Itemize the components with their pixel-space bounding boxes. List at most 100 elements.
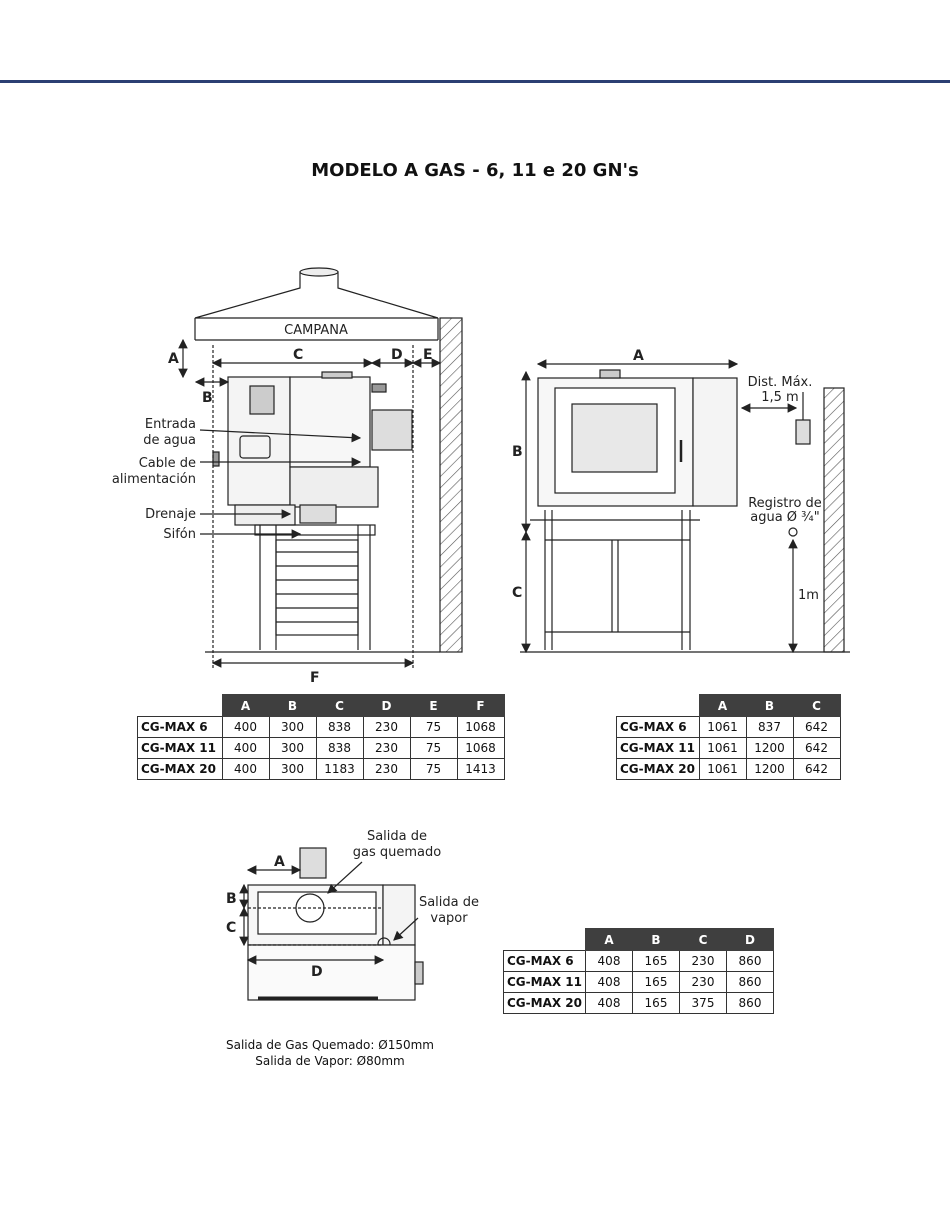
value-cell: 1183: [315, 758, 364, 780]
side-dim-a: A: [168, 351, 179, 367]
outlet-notes: Salida de Gas Quemado: Ø150mm Salida de …: [200, 1037, 460, 1069]
top-dim-c: C: [226, 920, 236, 936]
value-cell: 230: [679, 950, 727, 972]
value-cell: 230: [679, 971, 727, 993]
value-cell: 165: [632, 992, 680, 1014]
salida-vapor-1: Salida de: [419, 895, 479, 910]
table-row: CG-MAX 6 1061 837 642: [616, 716, 841, 738]
value-cell: 230: [362, 737, 411, 759]
value-cell: 860: [726, 971, 774, 993]
top-dim-d: D: [311, 964, 323, 980]
table-row: CG-MAX 11 1061 1200 642: [616, 737, 841, 759]
dimensions-table-side: A B C D E F CG-MAX 6 400 300 838 230 75 …: [137, 694, 505, 780]
table-row: CG-MAX 11 408 165 230 860: [503, 971, 774, 993]
top-dim-b: B: [226, 891, 237, 907]
value-cell: 642: [792, 716, 841, 738]
table-header: F: [456, 694, 505, 717]
value-cell: 75: [409, 716, 458, 738]
dimensions-table-top: A B C D CG-MAX 6 408 165 230 860 CG-MAX …: [503, 928, 774, 1014]
side-dim-b: B: [202, 390, 213, 406]
table-row: CG-MAX 20 1061 1200 642: [616, 758, 841, 780]
side-label-2: de agua: [143, 433, 196, 448]
table-row: CG-MAX 6 400 300 838 230 75 1068: [137, 716, 505, 738]
model-cell: CG-MAX 11: [503, 971, 586, 993]
salida-vapor-2: vapor: [430, 911, 468, 926]
value-cell: 1413: [456, 758, 505, 780]
model-cell: CG-MAX 6: [616, 716, 700, 738]
value-cell: 860: [726, 950, 774, 972]
table-row: CG-MAX 11 400 300 838 230 75 1068: [137, 737, 505, 759]
note-vapor: Salida de Vapor: Ø80mm: [255, 1054, 405, 1068]
front-dim-a: A: [633, 348, 644, 364]
table-header: B: [632, 928, 680, 951]
value-cell: 75: [409, 758, 458, 780]
table-header: A: [585, 928, 633, 951]
side-label-3: Cable de: [139, 456, 196, 471]
table-header: B: [268, 694, 317, 717]
value-cell: 375: [679, 992, 727, 1014]
side-label-5: Drenaje: [145, 507, 196, 522]
value-cell: 1200: [745, 737, 794, 759]
value-cell: 642: [792, 737, 841, 759]
salida-gas-1: Salida de: [367, 829, 427, 844]
note-gas: Salida de Gas Quemado: Ø150mm: [226, 1038, 434, 1052]
dimensions-table-front: A B C CG-MAX 6 1061 837 642 CG-MAX 11 10…: [616, 694, 841, 780]
model-cell: CG-MAX 6: [503, 950, 586, 972]
dist-value: 1,5 m: [761, 390, 798, 405]
table-corner: [503, 928, 586, 951]
model-cell: CG-MAX 20: [616, 758, 700, 780]
value-cell: 408: [585, 971, 633, 993]
height-label: 1m: [798, 588, 819, 603]
table-header: B: [745, 694, 794, 717]
value-cell: 837: [745, 716, 794, 738]
table-corner: [137, 694, 222, 717]
table-row: CG-MAX 20 408 165 375 860: [503, 992, 774, 1014]
front-view-drawing: [520, 359, 850, 654]
value-cell: 408: [585, 950, 633, 972]
value-cell: 1061: [698, 737, 747, 759]
value-cell: 838: [315, 737, 364, 759]
model-cell: CG-MAX 6: [137, 716, 223, 738]
value-cell: 642: [792, 758, 841, 780]
table-corner: [616, 694, 699, 717]
value-cell: 400: [221, 737, 270, 759]
side-dim-f: F: [310, 670, 320, 686]
model-cell: CG-MAX 11: [137, 737, 223, 759]
top-dim-a: A: [274, 854, 285, 870]
hood-label: CAMPANA: [284, 323, 348, 338]
front-dim-c: C: [512, 585, 522, 601]
table-header: C: [315, 694, 364, 717]
salida-gas-2: gas quemado: [353, 845, 441, 860]
side-label-4: alimentación: [112, 472, 196, 487]
side-label-1: Entrada: [145, 417, 196, 432]
value-cell: 300: [268, 716, 317, 738]
registro-label: Registro de: [748, 496, 822, 511]
value-cell: 860: [726, 992, 774, 1014]
value-cell: 165: [632, 971, 680, 993]
table-header: D: [362, 694, 411, 717]
registro-sub: agua Ø ¾": [750, 510, 820, 525]
value-cell: 1068: [456, 737, 505, 759]
table-header: A: [698, 694, 747, 717]
value-cell: 300: [268, 758, 317, 780]
table-row: CG-MAX 6 408 165 230 860: [503, 950, 774, 972]
side-dim-c: C: [293, 347, 303, 363]
value-cell: 1061: [698, 716, 747, 738]
dist-label: Dist. Máx.: [748, 375, 813, 390]
value-cell: 1061: [698, 758, 747, 780]
table-header: A: [221, 694, 270, 717]
table-header: C: [679, 928, 727, 951]
side-dim-e: E: [423, 347, 433, 363]
value-cell: 75: [409, 737, 458, 759]
top-view-drawing: [239, 847, 424, 1001]
front-dim-b: B: [512, 444, 523, 460]
value-cell: 165: [632, 950, 680, 972]
value-cell: 1200: [745, 758, 794, 780]
value-cell: 230: [362, 716, 411, 738]
model-cell: CG-MAX 11: [616, 737, 700, 759]
table-header: E: [409, 694, 458, 717]
value-cell: 400: [221, 758, 270, 780]
header-rule: [0, 80, 950, 83]
value-cell: 408: [585, 992, 633, 1014]
